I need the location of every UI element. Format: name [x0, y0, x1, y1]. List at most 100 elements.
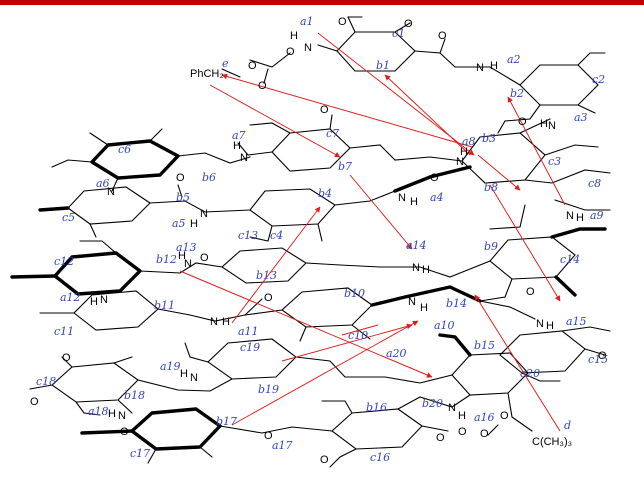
- atom-label: O: [404, 18, 413, 30]
- proton-labels: a1 c1 a2 c2 b1 b2 a3 e a7 c7 a8 b3 c6 b7…: [36, 15, 608, 464]
- atom-label: O: [438, 30, 447, 42]
- proton-label: a8: [462, 135, 476, 148]
- proton-label: c17: [130, 447, 150, 460]
- proton-label: c19: [240, 341, 260, 354]
- proton-label: e: [222, 57, 229, 70]
- proton-label: c20: [520, 367, 540, 380]
- proton-label: a4: [430, 191, 444, 204]
- atom-label: N: [200, 208, 208, 220]
- atom-label: C(CH₃)₃: [532, 436, 572, 448]
- proton-label: c5: [62, 211, 75, 224]
- proton-label: c12: [54, 255, 74, 268]
- proton-label: c18: [36, 375, 56, 388]
- atom-label: O: [430, 172, 439, 184]
- atom-label: N: [118, 410, 126, 422]
- atom-label: N: [190, 372, 198, 384]
- proton-label: b6: [202, 171, 216, 184]
- atom-label: O: [248, 60, 257, 72]
- proton-label: c6: [118, 143, 131, 156]
- proton-label: b18: [124, 389, 145, 402]
- atom-label: O: [264, 430, 273, 442]
- atom-label: H: [290, 30, 298, 42]
- atom-label: O: [62, 352, 71, 364]
- atom-label: O: [286, 46, 295, 58]
- ring-c15: [499, 330, 586, 374]
- proton-label: c8: [588, 177, 601, 190]
- atom-label: N: [566, 210, 574, 222]
- proton-label: c16: [370, 451, 390, 464]
- atom-label: N: [184, 258, 192, 270]
- atom-label: H: [422, 264, 430, 276]
- proton-label: a18: [88, 405, 109, 418]
- noe-arrow: [281, 323, 413, 362]
- top-accent-rule: [0, 0, 644, 5]
- proton-label: b20: [422, 397, 443, 410]
- ring-c20: [451, 352, 529, 396]
- atom-label: O: [338, 16, 347, 28]
- atom-label: H: [458, 410, 466, 422]
- atom-label: H: [576, 212, 584, 224]
- noe-arrow: [231, 206, 321, 324]
- proton-label: a3: [574, 111, 588, 124]
- atom-label: O: [500, 410, 509, 422]
- atom-label: N: [304, 42, 312, 54]
- proton-label: b17: [216, 415, 237, 428]
- atom-label: H: [490, 60, 498, 72]
- proton-label: b19: [258, 383, 279, 396]
- atom-label: H: [108, 408, 116, 420]
- atom-label: N: [476, 62, 484, 74]
- atom-label: O: [518, 116, 527, 128]
- atom-label: O: [264, 292, 273, 304]
- proton-label: c13: [238, 229, 258, 242]
- proton-label: a10: [434, 319, 455, 332]
- proton-label: a16: [474, 411, 495, 424]
- atom-label: H: [540, 118, 548, 130]
- atom-label: H: [460, 146, 468, 158]
- proton-label: b15: [474, 339, 495, 352]
- noe-arrow: [384, 74, 471, 156]
- atom-label: N: [240, 152, 248, 164]
- noe-arrow: [341, 324, 379, 336]
- atom-label: N: [456, 156, 464, 168]
- proton-label: b4: [318, 187, 332, 200]
- atom-label: N: [398, 192, 406, 204]
- proton-label: a12: [60, 291, 81, 304]
- foldamer-structure-diagram: PhCH₂ O O O H N O O O N H H N O N H N H …: [10, 15, 611, 468]
- proton-label: a14: [406, 239, 427, 252]
- atom-label: O: [30, 396, 39, 408]
- atom-label: O: [200, 252, 209, 264]
- atom-label: N: [548, 120, 556, 132]
- proton-label: a6: [96, 177, 110, 190]
- ring-c16: [331, 408, 423, 450]
- atom-label: H: [222, 316, 230, 328]
- proton-label: b3: [482, 132, 496, 145]
- atom-label: O: [176, 172, 185, 184]
- atom-label: N: [408, 296, 416, 308]
- bonds: [10, 16, 611, 468]
- proton-label: b2: [510, 87, 524, 100]
- proton-label: a15: [566, 315, 587, 328]
- proton-label: b10: [344, 287, 365, 300]
- atom-label: O: [258, 80, 267, 92]
- atom-label: H: [180, 368, 188, 380]
- ring-c6: [90, 139, 180, 180]
- proton-label: a19: [160, 360, 181, 373]
- proton-label: c7: [326, 127, 339, 140]
- proton-label: b16: [366, 401, 387, 414]
- proton-label: a9: [590, 209, 604, 222]
- proton-label: c11: [54, 325, 74, 338]
- proton-label: c15: [588, 353, 608, 366]
- atom-label: N: [100, 294, 108, 306]
- atom-label: H: [178, 250, 186, 262]
- proton-label: b14: [446, 297, 467, 310]
- atom-label: H: [410, 196, 418, 208]
- noe-arrow: [221, 73, 473, 148]
- atom-label: N: [536, 318, 544, 330]
- ring-c17: [130, 407, 222, 451]
- atom-label: N: [412, 262, 420, 274]
- ring-c2: [519, 64, 599, 106]
- atom-label: O: [480, 428, 489, 440]
- proton-label: a13: [176, 241, 197, 254]
- atom-label: O: [436, 432, 445, 444]
- atom-label: H: [546, 320, 554, 332]
